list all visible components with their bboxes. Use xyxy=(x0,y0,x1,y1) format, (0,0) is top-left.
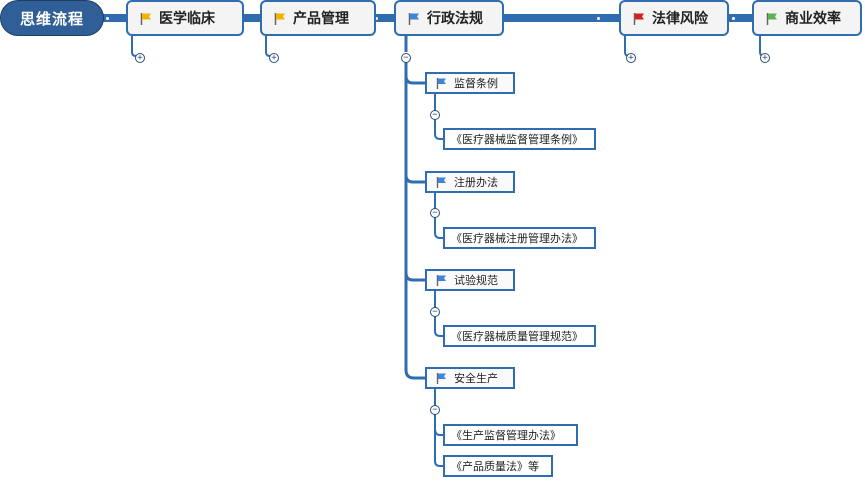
expand-toggle-icon[interactable]: + xyxy=(626,53,636,63)
flag-icon xyxy=(766,12,778,25)
leaf-topic[interactable]: 《产品质量法》等 xyxy=(443,455,553,477)
leaf-label: 《医疗器械质量管理规范》 xyxy=(451,330,583,343)
subtopic-safe-production[interactable]: 安全生产 xyxy=(425,367,515,389)
topic-label: 商业效率 xyxy=(785,11,841,27)
flag-icon xyxy=(140,12,152,25)
topic-product-management[interactable]: 产品管理 xyxy=(260,0,376,36)
collapse-toggle-icon[interactable]: − xyxy=(430,307,440,317)
connector-dot xyxy=(597,17,600,20)
leaf-label: 《医疗器械注册管理办法》 xyxy=(451,232,583,245)
central-topic[interactable]: 思维流程 xyxy=(0,0,104,36)
collapse-toggle-icon[interactable]: − xyxy=(430,208,440,218)
expand-toggle-icon[interactable]: + xyxy=(760,53,770,63)
connector-dot xyxy=(106,17,109,20)
topic-spine-line xyxy=(404,62,425,380)
flag-icon xyxy=(436,274,447,286)
collapse-toggle-icon[interactable]: − xyxy=(401,53,411,63)
topic-legal-risk[interactable]: 法律风险 xyxy=(619,0,729,36)
flag-icon xyxy=(408,12,420,25)
leaf-label: 《医疗器械监督管理条例》 xyxy=(451,133,583,146)
topic-label: 行政法规 xyxy=(427,11,483,27)
flag-icon xyxy=(436,372,447,384)
topic-label: 法律风险 xyxy=(652,11,708,27)
subtopic-label: 监督条例 xyxy=(454,77,498,90)
leaf-topic[interactable]: 《医疗器械注册管理办法》 xyxy=(443,227,596,249)
leaf-topic[interactable]: 《医疗器械质量管理规范》 xyxy=(443,325,596,347)
topic-medical-clinical[interactable]: 医学临床 xyxy=(126,0,244,36)
topic-administrative-regulations[interactable]: 行政法规 xyxy=(394,0,504,36)
connector-dot xyxy=(732,17,735,20)
topic-label: 产品管理 xyxy=(293,11,349,27)
flag-icon xyxy=(633,12,645,25)
leaf-label: 《生产监督管理办法》 xyxy=(451,429,561,442)
collapse-toggle-icon[interactable]: − xyxy=(430,110,440,120)
topic-label: 医学临床 xyxy=(159,11,215,27)
subtopic-label: 注册办法 xyxy=(454,176,498,189)
collapse-toggle-icon[interactable]: − xyxy=(430,405,440,415)
leaf-topic[interactable]: 《医疗器械监督管理条例》 xyxy=(443,128,596,150)
flag-icon xyxy=(436,77,447,89)
connector-dot xyxy=(375,17,378,20)
flag-icon xyxy=(274,12,286,25)
subtopic-trial-standards[interactable]: 试验规范 xyxy=(425,269,515,291)
subtopic-registration-measures[interactable]: 注册办法 xyxy=(425,171,515,193)
central-topic-label: 思维流程 xyxy=(19,9,84,28)
subtopic-label: 试验规范 xyxy=(454,274,498,287)
subtopic-supervision-regulations[interactable]: 监督条例 xyxy=(425,72,515,94)
subtopic-label: 安全生产 xyxy=(454,372,498,385)
flag-icon xyxy=(436,176,447,188)
topic-business-efficiency[interactable]: 商业效率 xyxy=(752,0,862,36)
leaf-label: 《产品质量法》等 xyxy=(451,460,539,473)
leaf-topic[interactable]: 《生产监督管理办法》 xyxy=(443,424,578,446)
expand-toggle-icon[interactable]: + xyxy=(135,53,145,63)
expand-toggle-icon[interactable]: + xyxy=(269,53,279,63)
